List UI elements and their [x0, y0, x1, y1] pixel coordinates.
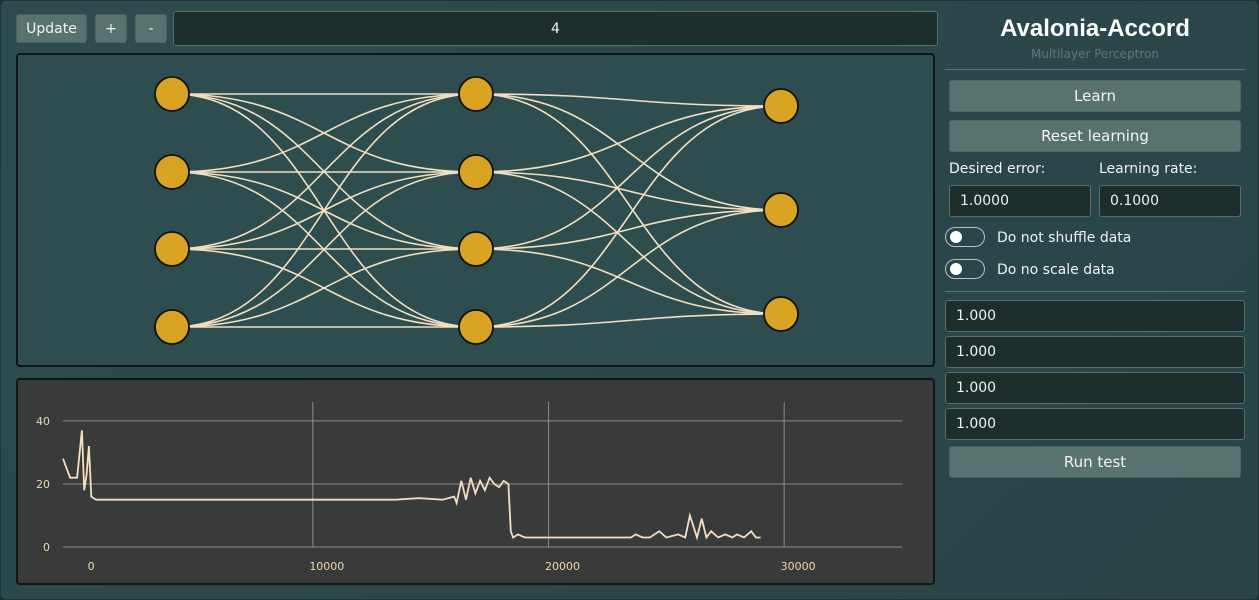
neuron-l0-n1	[154, 154, 190, 190]
x-tick-label-0: 0	[88, 560, 95, 573]
update-button[interactable]: Update	[16, 14, 87, 43]
edge-l1-n1-to-n0	[475, 105, 782, 173]
neuron-l2-n1	[763, 192, 799, 228]
layer-count-input[interactable]: 4	[173, 11, 938, 46]
edge-l1-n2-to-n1	[475, 209, 782, 250]
neuron-l1-n1	[458, 154, 494, 190]
desired-error-input[interactable]: 1.0000	[949, 185, 1091, 217]
x-tick-label-20000: 20000	[545, 560, 580, 573]
remove-layer-button[interactable]: -	[135, 14, 167, 43]
run-test-button[interactable]: Run test	[949, 446, 1241, 478]
edge-l0-n2-to-n0	[171, 93, 477, 250]
desired-error-label: Desired error:	[949, 161, 1046, 177]
network-panel	[16, 53, 935, 367]
error-series-line	[62, 430, 761, 541]
neuron-l0-n2	[154, 231, 190, 267]
edge-l1-n1-to-n1	[475, 171, 782, 211]
learn-button[interactable]: Learn	[949, 80, 1241, 112]
edge-l1-n3-to-n1	[475, 209, 782, 328]
app-subtitle: Multilayer Perceptron	[1030, 47, 1160, 61]
scale-toggle-knob	[950, 263, 962, 275]
reset-learning-button[interactable]: Reset learning	[949, 120, 1241, 152]
scale-toggle[interactable]	[945, 259, 985, 279]
edge-l1-n3-to-n0	[475, 105, 782, 328]
scale-label: Do no scale data	[997, 262, 1115, 278]
app-title: Avalonia-Accord	[1000, 15, 1190, 42]
neuron-l1-n2	[458, 231, 494, 267]
edge-l0-n1-to-n0	[171, 93, 477, 173]
test-input-3[interactable]: 1.000	[945, 372, 1245, 404]
edge-l0-n3-to-n0	[171, 93, 477, 328]
edge-l1-n0-to-n1	[475, 93, 782, 211]
edge-l1-n2-to-n2	[475, 248, 782, 315]
header-divider	[945, 69, 1245, 70]
neuron-l0-n3	[154, 309, 190, 345]
neuron-l2-n0	[763, 88, 799, 124]
test-input-4[interactable]: 1.000	[945, 408, 1245, 440]
edge-l1-n0-to-n0	[475, 93, 782, 107]
neuron-l1-n0	[458, 76, 494, 112]
controls-divider	[945, 291, 1245, 292]
add-layer-button[interactable]: +	[95, 14, 127, 43]
edge-l1-n1-to-n2	[475, 171, 782, 315]
y-tick-label-20: 20	[36, 478, 50, 491]
error-chart-panel: 0 20 40 0 10000 20000 30000	[16, 378, 935, 585]
x-tick-label-30000: 30000	[781, 560, 816, 573]
edge-l1-n2-to-n0	[475, 105, 782, 250]
edge-l0-n3-to-n1	[171, 171, 477, 328]
network-diagram	[154, 76, 799, 345]
y-tick-label-0: 0	[43, 541, 50, 554]
learning-rate-input[interactable]: 0.1000	[1099, 185, 1241, 217]
edge-l1-n3-to-n2	[475, 313, 782, 328]
learning-rate-label: Learning rate:	[1099, 161, 1198, 177]
error-chart: 0 20 40 0 10000 20000 30000	[36, 402, 902, 573]
edge-l1-n0-to-n2	[475, 93, 782, 315]
test-input-1[interactable]: 1.000	[945, 300, 1245, 332]
neuron-l0-n0	[154, 76, 190, 112]
edge-l0-n3-to-n2	[171, 248, 477, 328]
shuffle-label: Do not shuffle data	[997, 230, 1132, 246]
shuffle-toggle[interactable]	[945, 227, 985, 247]
neuron-l2-n2	[763, 296, 799, 332]
neuron-l1-n3	[458, 309, 494, 345]
y-tick-label-40: 40	[36, 415, 50, 428]
test-input-2[interactable]: 1.000	[945, 336, 1245, 368]
shuffle-toggle-knob	[950, 231, 962, 243]
x-tick-label-10000: 10000	[309, 560, 344, 573]
